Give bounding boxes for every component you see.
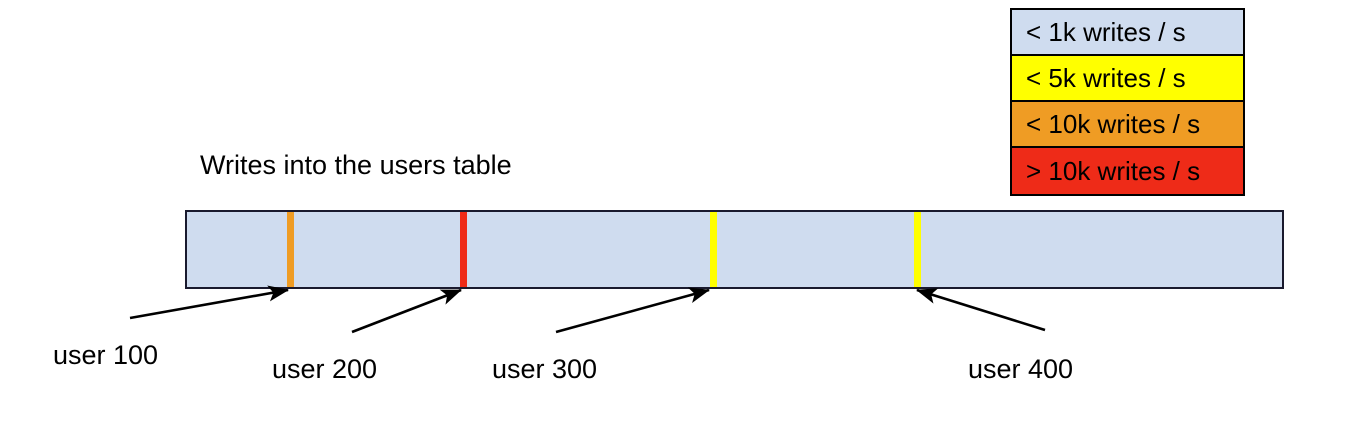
legend-label: < 10k writes / s <box>1026 108 1201 139</box>
label-user-300: user 300 <box>492 354 598 384</box>
stripe-user-200 <box>460 212 467 287</box>
stripe-user-100 <box>287 212 294 287</box>
legend-row-under-1k: < 1k writes / s <box>1012 10 1243 56</box>
arrow-user-400 <box>916 288 1046 332</box>
label-user-400: user 400 <box>968 354 1074 384</box>
stripe-user-300 <box>710 212 717 287</box>
label-user-100: user 100 <box>53 340 159 370</box>
legend-row-under-10k: < 10k writes / s <box>1012 102 1243 148</box>
legend-row-over-10k: > 10k writes / s <box>1012 148 1243 194</box>
legend-label: < 5k writes / s <box>1026 62 1186 93</box>
legend-label: > 10k writes / s <box>1026 155 1201 186</box>
legend: < 1k writes / s < 5k writes / s < 10k wr… <box>1010 8 1245 196</box>
legend-row-under-5k: < 5k writes / s <box>1012 56 1243 102</box>
legend-label: < 1k writes / s <box>1026 16 1186 47</box>
arrow-user-200 <box>351 288 462 334</box>
chart-title: Writes into the users table <box>200 150 512 180</box>
users-table-range-bar <box>185 210 1284 289</box>
label-user-200: user 200 <box>272 354 378 384</box>
arrow-user-100 <box>129 285 290 320</box>
arrow-user-300 <box>555 287 711 334</box>
stripe-user-400 <box>914 212 921 287</box>
